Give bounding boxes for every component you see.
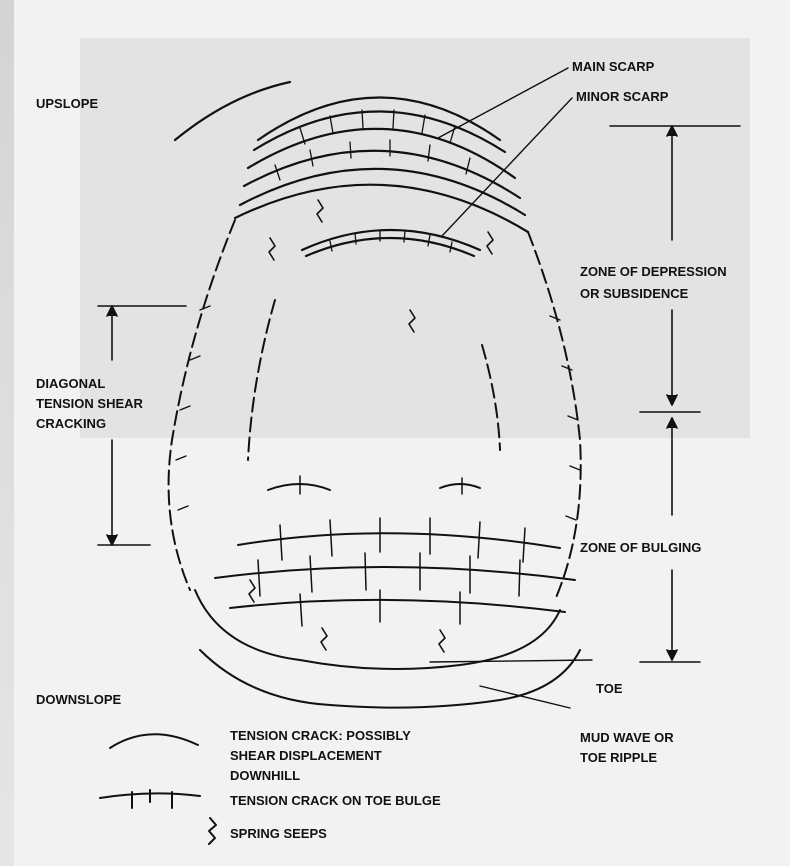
minor-scarp-label: MINOR SCARP [576,89,669,104]
mud-wave-leader [480,686,570,708]
toe-crack-1 [268,484,330,490]
legend-symbols [100,734,216,844]
arc-icon [110,734,198,748]
toe-crack-row-2 [215,567,575,580]
main-scarp-label: MAIN SCARP [572,59,655,74]
legend-1-line-2: SHEAR DISPLACEMENT [230,748,382,763]
diagonal-label-3: CRACKING [36,416,106,431]
toe-outline [195,590,560,669]
toe-crack-icon [100,790,200,808]
spring-seep-icon [209,818,216,844]
zone-bulging-label: ZONE OF BULGING [580,540,701,555]
mud-wave-label-2: TOE RIPPLE [580,750,657,765]
legend-1-line-3: DOWNHILL [230,768,300,783]
toe-crack-row-3 [230,600,565,612]
diagonal-label-1: DIAGONAL [36,376,105,391]
mud-wave [200,650,580,708]
toe-leader [430,660,592,662]
toe-crack-row-1 [238,533,560,548]
upslope-label: UPSLOPE [36,96,98,111]
zone-depression-label-1: ZONE OF DEPRESSION [580,264,727,279]
legend-2-line-1: TENSION CRACK ON TOE BULGE [230,793,441,808]
legend-1-line-1: TENSION CRACK: POSSIBLY [230,728,411,743]
legend-3-line-1: SPRING SEEPS [230,826,327,841]
toe-crack-2 [440,484,480,488]
downslope-label: DOWNSLOPE [36,692,122,707]
toe-bulge [195,484,580,708]
toe-label: TOE [596,681,623,696]
zone-depression-label-2: OR SUBSIDENCE [580,286,689,301]
diagonal-label-2: TENSION SHEAR [36,396,144,411]
mud-wave-label-1: MUD WAVE OR [580,730,674,745]
